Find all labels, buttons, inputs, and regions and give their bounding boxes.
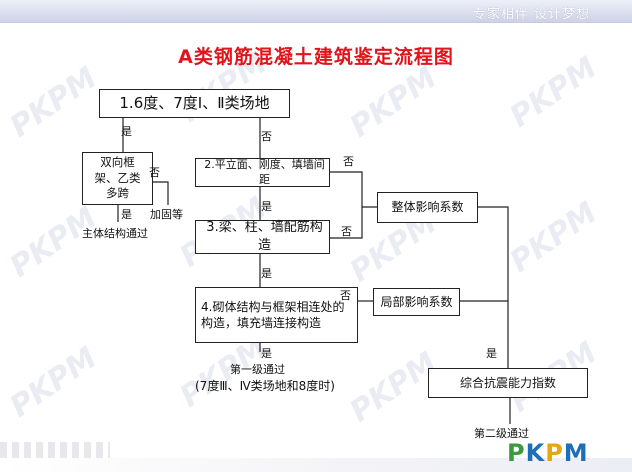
local-factor-box: 局部影响系数 — [373, 288, 460, 316]
step1-label: 1.6度、7度Ⅰ、Ⅱ类场地 — [119, 94, 270, 113]
top-banner: 专家相伴 设计梦想 — [0, 0, 632, 23]
yes-label: 是 — [486, 347, 497, 360]
level2-pass-label: 第二级通过 — [474, 427, 529, 440]
connector-n3-overall — [330, 207, 363, 239]
footer-bar — [0, 458, 632, 472]
no-label: 否 — [343, 155, 354, 168]
step3-label: 3.梁、柱、墙配筋构造 — [206, 220, 323, 253]
step2-box: 2.平立面、刚度、填墙间距 — [195, 158, 330, 187]
step2-label: 2.平立面、刚度、填墙间距 — [204, 157, 325, 186]
step4-box: 4.砌体结构与框架相连处的构造，填充墙连接构造 — [195, 287, 358, 343]
level1-note-label: (7度Ⅲ、Ⅳ类场地和8度时) — [195, 379, 335, 393]
frame-label: 双向框架、乙类多跨 — [94, 155, 141, 201]
frame-box: 双向框架、乙类多跨 — [82, 152, 153, 205]
yes-label: 是 — [121, 125, 132, 138]
connector-n2-overall — [330, 171, 377, 208]
step3-box: 3.梁、柱、墙配筋构造 — [195, 220, 330, 254]
overall-factor-label: 整体影响系数 — [391, 200, 464, 215]
footer-decoration — [0, 442, 110, 462]
connector-frame-reinforce — [153, 181, 169, 205]
no-label: 否 — [261, 130, 272, 143]
pkpm-logo: PKPM — [507, 439, 589, 467]
page-title: A类钢筋混凝土建筑鉴定流程图 — [178, 46, 454, 68]
seismic-index-box: 综合抗震能力指数 — [428, 368, 588, 398]
main-pass-label: 主体结构通过 — [82, 227, 148, 240]
yes-label: 是 — [261, 347, 272, 360]
step4-label: 4.砌体结构与框架相连处的构造，填充墙连接构造 — [201, 299, 345, 330]
yes-label: 是 — [261, 200, 272, 213]
reinforce-label: 加固等 — [150, 208, 183, 221]
seismic-index-label: 综合抗震能力指数 — [459, 375, 556, 390]
overall-factor-box: 整体影响系数 — [377, 192, 478, 223]
no-label: 否 — [340, 289, 351, 302]
no-label: 否 — [341, 225, 352, 238]
connector-overall-index — [478, 206, 509, 368]
local-factor-label: 局部影响系数 — [380, 294, 453, 309]
yes-label: 是 — [261, 267, 272, 280]
step1-box: 1.6度、7度Ⅰ、Ⅱ类场地 — [99, 89, 290, 118]
slogan-text: 专家相伴 设计梦想 — [472, 7, 590, 22]
no-label: 否 — [149, 166, 160, 179]
yes-label: 是 — [121, 208, 132, 221]
level1-pass-label: 第一级通过 — [230, 363, 285, 376]
